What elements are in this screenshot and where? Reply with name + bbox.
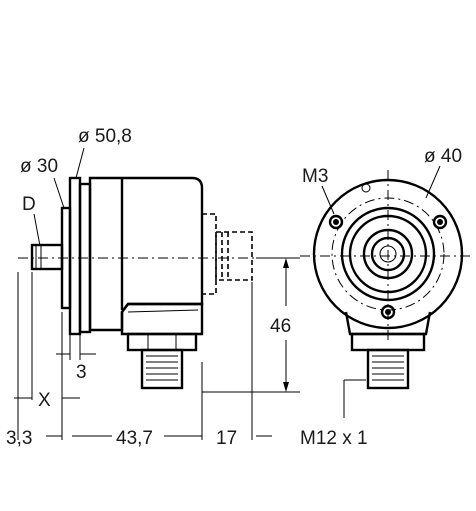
connector-nut [126,332,198,352]
index-mark [361,183,371,193]
leader-d [33,213,41,247]
label-dia-50-8: ø 50,8 [78,126,132,147]
flange-outline [312,178,464,330]
label-x: X [38,390,51,411]
front-view [300,165,470,418]
label-m3: M3 [302,166,328,187]
shaft-end [370,236,406,272]
label-17: 17 [216,428,237,449]
label-3: 3 [76,362,87,383]
body-ring [340,206,436,302]
m3-hole-bottom [380,304,396,320]
m12-connector [140,348,184,390]
label-46: 46 [270,316,291,337]
side-view [14,147,300,440]
leader-m3 [321,185,335,215]
connector-housing [120,302,204,336]
label-43-7: 43,7 [116,428,153,449]
dimension-labels: ø 50,8 ø 30 D ø 40 M3 46 3 X 3,3 43,7 17… [6,126,462,449]
hidden-mating-connector [201,213,253,295]
leader-dia-50-8 [75,147,85,179]
label-dia-40: ø 40 [424,146,462,167]
leader-dia-30 [53,177,65,209]
housing-body [88,176,204,332]
m3-hole-right [432,214,448,230]
label-dia-30: ø 30 [20,156,58,177]
leader-dia-40 [425,165,441,199]
m3-hole-left [328,214,344,230]
front-m12-connector [366,348,410,390]
label-shaft-d: D [22,194,36,215]
flange [68,176,82,336]
label-3-3: 3,3 [6,428,32,449]
label-m12: M12 x 1 [300,428,368,449]
